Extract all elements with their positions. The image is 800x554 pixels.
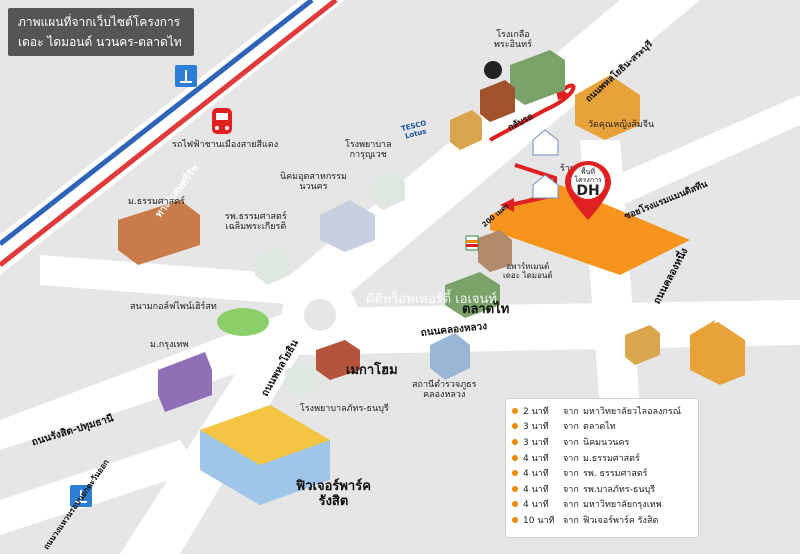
label-hospital-karun: โรงพยาบาล การุญเวช xyxy=(345,140,392,161)
bullet-icon xyxy=(512,470,518,477)
legend-from: จาก xyxy=(563,500,579,511)
highway-sign-icon-top xyxy=(175,65,197,87)
label-bangkok-univ: ม.กรุงเทพ xyxy=(150,340,189,350)
legend-place: รพ. ธรรมศาสตร์ xyxy=(583,469,648,480)
legend-row: 3 นาที จาก ตลาดไท xyxy=(506,419,698,435)
watermark-text-2: แต่ xyxy=(332,328,348,342)
label-patharakarn-hosp: โรงพยาบาลภัทร-ธนบุรี xyxy=(300,404,389,414)
bullet-icon xyxy=(512,454,518,461)
legend-row: 4 นาที จาก มหาวิทยาลัยกรุงเทพ xyxy=(506,497,698,513)
map-title-line2: เดอะ ไดมอนด์ นวนคร-ตลาดไท xyxy=(18,35,182,49)
label-police: สถานีตำรวจภูธร คลองหลวง xyxy=(412,380,477,401)
label-nikhom: นิคมอุตสาหกรรม นวนคร xyxy=(280,172,347,193)
legend-place: มหาวิทยาลัยวไลอลงกรณ์ xyxy=(583,406,682,417)
bullet-icon xyxy=(512,501,518,508)
seven-eleven-icon xyxy=(465,235,479,251)
label-temple: วัดคุณหญิงส้มจีน xyxy=(588,120,655,130)
legend-time: 3 นาที xyxy=(523,422,549,433)
legend-place: นิคมนวนคร xyxy=(583,437,630,448)
label-bts: รถไฟฟ้าชานเมืองสายสีแดง xyxy=(172,140,279,150)
legend-row: 4 นาที จาก รพ.บาลภัทร-ธนบุรี xyxy=(506,481,698,497)
bullet-icon xyxy=(512,423,518,430)
legend-place: ตลาดไท xyxy=(583,422,616,433)
ddproperty-logo-text: DDproperty xyxy=(660,306,759,324)
legend-from: จาก xyxy=(563,515,579,526)
legend-row: 3 นาที จาก นิคมนวนคร xyxy=(506,434,698,450)
map-title-box: ภาพแผนที่จากเว็บไซต์โครงการ เดอะ ไดมอนด์… xyxy=(8,8,194,56)
route-uturn-arrow xyxy=(489,83,576,142)
salt-factory-logo xyxy=(484,61,502,79)
legend-time: 4 นาที xyxy=(523,469,549,480)
legend-place: รพ.บาลภัทร-ธนบุรี xyxy=(583,484,656,495)
legend-from: จาก xyxy=(563,437,579,448)
tollway-blue-stripe xyxy=(0,0,314,246)
label-mega-home: เมกาโฮม xyxy=(346,363,398,378)
legend-from: จาก xyxy=(563,422,579,433)
legend-time: 4 นาที xyxy=(523,453,549,464)
legend-row: 2 นาที จาก มหาวิทยาลัยวไลอลงกรณ์ xyxy=(506,403,698,419)
legend-place: ม.ธรรมศาสตร์ xyxy=(583,453,640,464)
khlong-luang-road xyxy=(300,300,800,355)
legend-place: มหาวิทยาลัยกรุงเทพ xyxy=(583,500,662,511)
travel-time-legend: 2 นาทีจากมหาวิทยาลัยวไลอลงกรณ์3 นาทีจากต… xyxy=(505,398,699,538)
ddproperty-logo: DDproperty xyxy=(660,306,759,324)
legend-from: จาก xyxy=(563,453,579,464)
train-icon xyxy=(212,108,232,134)
label-talat-thai: ตลาดไท xyxy=(462,302,510,317)
label-apartment: อพาร์ทเมนต์ เดอะ ไดมอนด์ xyxy=(503,262,553,281)
bullet-icon xyxy=(512,407,518,414)
legend-row: 10 นาที จาก ฟิวเจอร์พาร์ค รังสิต xyxy=(506,512,698,528)
project-plot xyxy=(490,185,690,275)
watermark-text: ดีดีพร็อพเพอร์ตี้ เอเจนท์ xyxy=(366,292,497,307)
legend-place: ฟิวเจอร์พาร์ค รังสิต xyxy=(583,515,659,526)
legend-time: 4 นาที xyxy=(523,500,549,511)
label-future-park: ฟิวเจอร์พาร์ค รังสิต xyxy=(296,479,371,509)
tollway-road xyxy=(0,0,345,275)
bullet-icon xyxy=(512,438,518,445)
bullet-icon xyxy=(512,485,518,492)
bullet-icon xyxy=(512,516,518,523)
pin-code: DH xyxy=(576,183,600,199)
label-salt-factory: โรงเกลือ พระอินทร์ xyxy=(494,30,532,51)
label-thammasat-univ: ม.ธรรมศาสตร์ xyxy=(128,197,185,207)
legend-from: จาก xyxy=(563,484,579,495)
pin-text-top: พื้นที่ xyxy=(580,168,595,176)
tollway-red-stripe xyxy=(0,0,338,267)
legend-time: 2 นาที xyxy=(523,406,549,417)
legend-time: 3 นาที xyxy=(523,437,549,448)
legend-from: จาก xyxy=(563,406,579,417)
legend-row: 4 นาที จาก รพ. ธรรมศาสตร์ xyxy=(506,465,698,481)
highway-sign-icon-bottom xyxy=(70,485,92,507)
map-title-line1: ภาพแผนที่จากเว็บไซต์โครงการ xyxy=(18,15,181,29)
label-thammasat-hosp: รพ.ธรรมศาสตร์ เฉลิมพระเกียรติ xyxy=(225,212,287,233)
project-pin: พื้นที่ โครงการ DH xyxy=(563,160,613,222)
legend-row: 4 นาที จาก ม.ธรรมศาสตร์ xyxy=(506,450,698,466)
legend-time: 4 นาที xyxy=(523,484,549,495)
legend-from: จาก xyxy=(563,469,579,480)
label-golf: สนามกอล์ฟไพน์เฮิร์สท xyxy=(130,302,217,312)
legend-time: 10 นาที xyxy=(523,515,555,526)
building-shapes xyxy=(118,50,745,505)
pin-text-mid: โครงการ xyxy=(574,176,602,184)
